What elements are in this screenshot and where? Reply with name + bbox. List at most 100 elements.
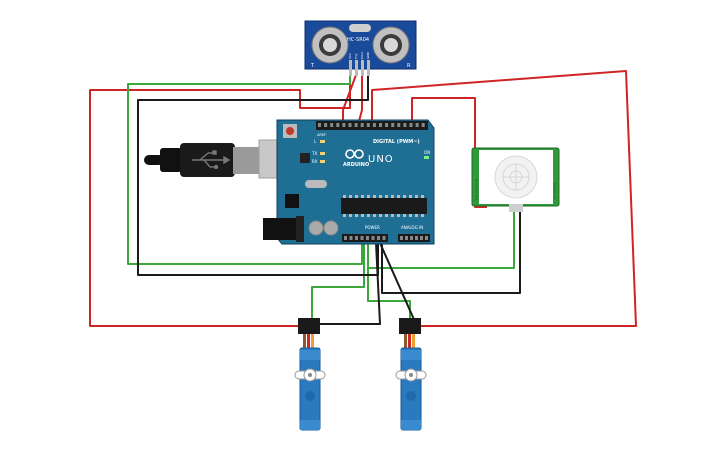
arduino-digital-label: DIGITAL (PWM~) <box>373 139 420 145</box>
chip-leg <box>397 195 400 198</box>
servo-screw <box>308 373 312 377</box>
header-pin <box>318 123 321 127</box>
chip-leg <box>397 214 400 217</box>
arduino-model: UNO <box>368 154 394 165</box>
arduino-power-label: POWER <box>365 225 380 230</box>
led-on <box>424 156 429 159</box>
header-pin <box>349 236 353 240</box>
servo-connector <box>298 318 320 334</box>
ultrasonic-pin-label: GND <box>366 51 370 59</box>
header-pin <box>371 236 375 240</box>
servo-detail <box>406 391 416 401</box>
header-pin <box>360 123 364 127</box>
led-rx <box>320 160 325 163</box>
header-pin <box>344 236 347 240</box>
servo-lead <box>404 334 407 348</box>
chip-leg <box>367 195 370 198</box>
chip-leg <box>379 214 382 217</box>
chip-leg <box>379 195 382 198</box>
servo-lead <box>412 334 415 348</box>
header-pin <box>409 123 413 127</box>
chip-leg <box>355 214 358 217</box>
header-pin <box>324 123 328 127</box>
atmega-chip <box>341 198 427 214</box>
sensor-crystal <box>349 24 371 32</box>
header-pin <box>348 123 352 127</box>
chip-leg <box>391 214 394 217</box>
chip-leg <box>415 214 418 217</box>
servo-screw <box>409 373 413 377</box>
chip-leg <box>403 214 406 217</box>
chip-leg <box>361 214 364 217</box>
servo-detail <box>305 391 315 401</box>
wire-green-left <box>127 75 363 265</box>
led-l <box>320 140 325 143</box>
ultrasonic-pin <box>361 60 364 76</box>
wire-red-right-loop <box>371 70 637 327</box>
servo-lead <box>408 334 411 348</box>
ultrasonic-pin-label: VCC <box>348 53 352 59</box>
pir-sensor: PIR SENSOR HC-SR501 <box>471 147 560 212</box>
chip-leg <box>373 195 376 198</box>
pir-lens-pattern <box>502 163 530 191</box>
servo-mount-tab <box>401 420 421 430</box>
chip-leg <box>403 195 406 198</box>
servo-body <box>299 347 321 431</box>
wire-green-servo-left <box>311 243 365 324</box>
chip-leg <box>355 195 358 198</box>
wire-black-servo-right <box>379 242 417 325</box>
transducer-left <box>311 26 349 64</box>
chip-leg <box>349 195 352 198</box>
header-pin <box>355 236 358 240</box>
header-pin <box>400 236 403 240</box>
arduino-analog-label: ANALOG IN <box>401 225 423 230</box>
chip-leg <box>361 195 364 198</box>
header-pin <box>342 123 346 127</box>
servo-connector <box>399 318 421 334</box>
header-pin <box>397 123 401 127</box>
arduino-tx-label: TX <box>311 151 317 156</box>
crystal <box>305 180 327 188</box>
chip-leg <box>421 195 424 198</box>
usb-cable <box>144 139 300 179</box>
servo-left <box>294 318 326 431</box>
header-pin <box>382 236 386 240</box>
arduino-rx-label: RX <box>312 159 318 164</box>
pir-right-text: HC-SR501 <box>553 182 557 200</box>
ultrasonic-pin-label: Echo <box>360 52 364 59</box>
chip-leg <box>391 195 394 198</box>
chip-leg <box>415 195 418 198</box>
header-pin <box>410 236 413 240</box>
ultrasonic-model-label: HC-SR04 <box>347 37 369 43</box>
header-pin <box>403 123 407 127</box>
power-pins <box>344 236 428 240</box>
header-pin <box>391 123 395 127</box>
header-pin <box>336 123 340 127</box>
header-pin <box>366 236 369 240</box>
servo-lead <box>303 334 306 348</box>
wire-green-servo-right <box>367 243 411 324</box>
ultrasonic-t-mark: T <box>310 63 315 69</box>
transducer-right <box>372 26 410 64</box>
digital-pins <box>318 123 425 127</box>
header-pin <box>415 123 419 127</box>
servo-lead <box>311 334 314 348</box>
chip-leg <box>421 214 424 217</box>
capacitor <box>323 220 339 236</box>
chip-leg <box>349 214 352 217</box>
servo-mount-tab <box>300 350 320 360</box>
ultrasonic-r-mark: R <box>407 63 411 69</box>
header-pin <box>415 236 418 240</box>
digital-header <box>316 121 428 130</box>
chip-leg <box>409 195 412 198</box>
chip-leg <box>409 214 412 217</box>
pir-left-text: PIR SENSOR <box>475 178 479 200</box>
chip-leg <box>343 214 346 217</box>
chip-leg <box>385 195 388 198</box>
ultrasonic-pin <box>367 60 370 76</box>
ultrasonic-pin <box>355 60 358 76</box>
arduino-aref-label: AREF <box>317 133 326 137</box>
led-tx <box>320 152 325 155</box>
header-pin <box>379 123 382 127</box>
